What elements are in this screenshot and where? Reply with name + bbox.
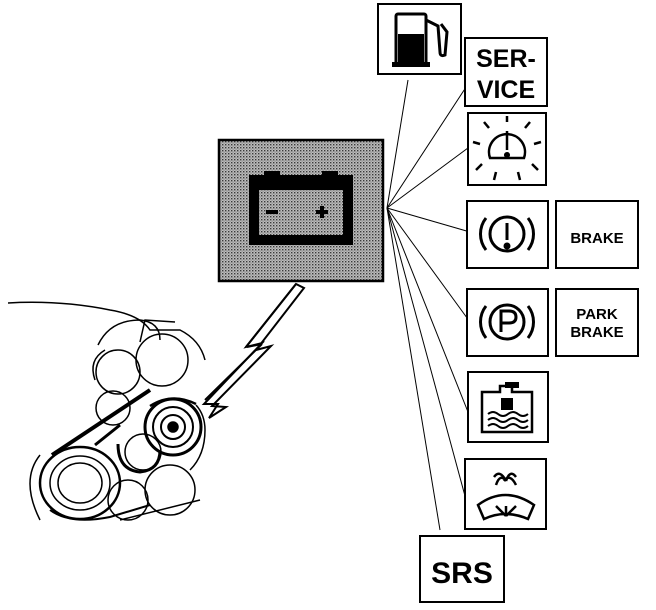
fuel-indicator [377, 3, 462, 75]
leader-lines [386, 77, 473, 531]
brake-label: BRAKE [570, 230, 623, 247]
park-brake-label-line1: PARK [576, 306, 618, 323]
park-brake-label-line2: BRAKE [570, 324, 623, 341]
service-label-line2: VICE [477, 76, 535, 104]
service-label-line1: SER- [476, 45, 536, 73]
bulb-warning-indicator [467, 112, 547, 186]
engine-belt-drive [7, 301, 206, 521]
brake-warning-icon [479, 215, 535, 253]
coolant-level-icon [480, 382, 534, 434]
brake-warning-indicator [466, 200, 549, 269]
srs-label: SRS [431, 557, 493, 590]
srs-indicator: SRS [419, 535, 505, 603]
washer-fluid-icon [476, 472, 536, 521]
brake-text-indicator: BRAKE [555, 200, 639, 269]
battery-charge-indicator [217, 138, 385, 283]
park-brake-text-indicator: PARK BRAKE [555, 288, 639, 357]
service-indicator: SER- VICE [464, 37, 548, 107]
fuel-pump-icon [392, 12, 449, 67]
bulb-warning-icon [472, 116, 542, 181]
washer-fluid-indicator [464, 458, 547, 530]
parking-brake-indicator [466, 288, 549, 357]
lightning-bolt [201, 282, 306, 419]
battery-charge-icon [249, 171, 353, 245]
coolant-level-indicator [467, 371, 549, 443]
parking-brake-icon [479, 303, 535, 341]
